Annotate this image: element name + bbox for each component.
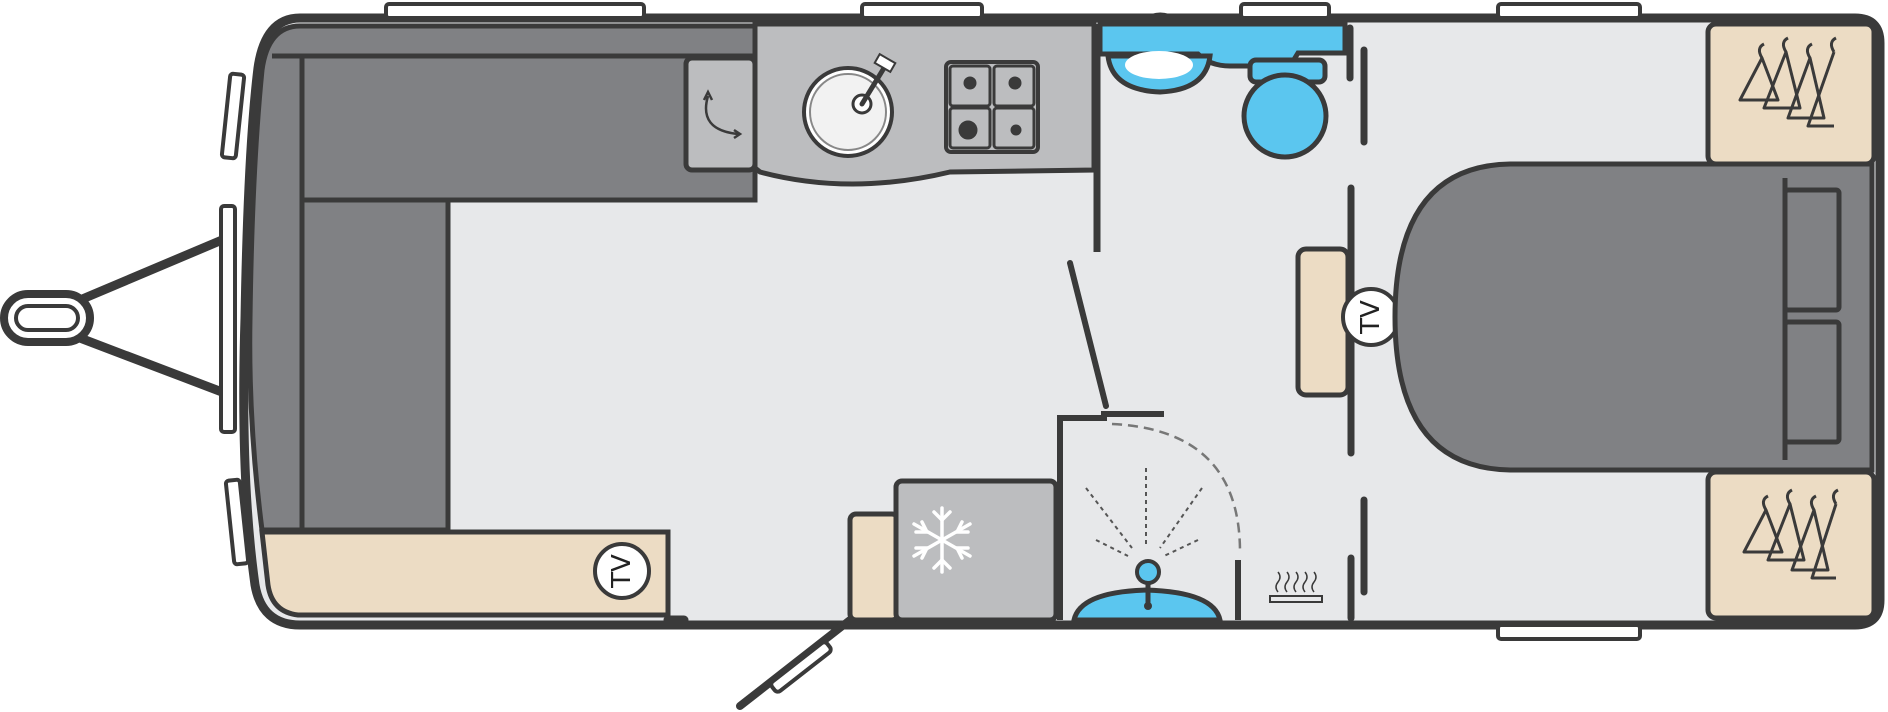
window-top-3 (1239, 2, 1331, 20)
wardrobe-bottom (1705, 469, 1877, 621)
window-front-3 (223, 477, 251, 567)
tv-label: TV (1356, 300, 1386, 335)
tv-label: TV (607, 554, 637, 589)
front-tv-cabinet (259, 529, 671, 618)
shower-spray-icon (1085, 468, 1203, 557)
front-lounge-seating (247, 23, 758, 533)
shower-head-icon (1135, 559, 1161, 585)
window-front-1 (219, 71, 247, 161)
rear-tv-cabinet (1295, 246, 1351, 398)
hob-icon (944, 60, 1040, 154)
window-top-1 (384, 2, 646, 20)
window-bottom-1 (1496, 623, 1642, 641)
washbasin-icon (1105, 51, 1213, 95)
tow-hitch (0, 235, 227, 397)
island-bed (1392, 161, 1875, 473)
wardrobe-hanger-icon (1742, 488, 1839, 580)
window-front-2 (219, 204, 237, 434)
window-top-2 (860, 2, 984, 20)
toilet-icon (1241, 57, 1329, 160)
windows (219, 2, 1642, 641)
fridge (893, 478, 1059, 623)
tv-icon: TV (593, 542, 651, 600)
kitchen-cupboard (847, 511, 901, 623)
corner-seat-arrow-icon (704, 95, 739, 136)
fridge-snowflake-icon (912, 506, 972, 574)
tv-icon: TV (1341, 287, 1401, 347)
washroom-ceiling-light (1143, 12, 1178, 18)
wardrobe-top (1705, 21, 1877, 167)
heater-icon (1269, 571, 1323, 603)
bed-pillow (1782, 319, 1842, 445)
corner-table (683, 55, 758, 173)
sink-icon (802, 52, 897, 158)
bed-pillow (1782, 187, 1842, 313)
wardrobe-hanger-icon (1738, 36, 1837, 128)
shower-cubicle-wall (1057, 411, 1164, 620)
shower-door-swing (1111, 422, 1242, 553)
interior-door (1067, 260, 1109, 409)
window-top-4 (1496, 2, 1642, 20)
entrance-door (736, 616, 854, 710)
